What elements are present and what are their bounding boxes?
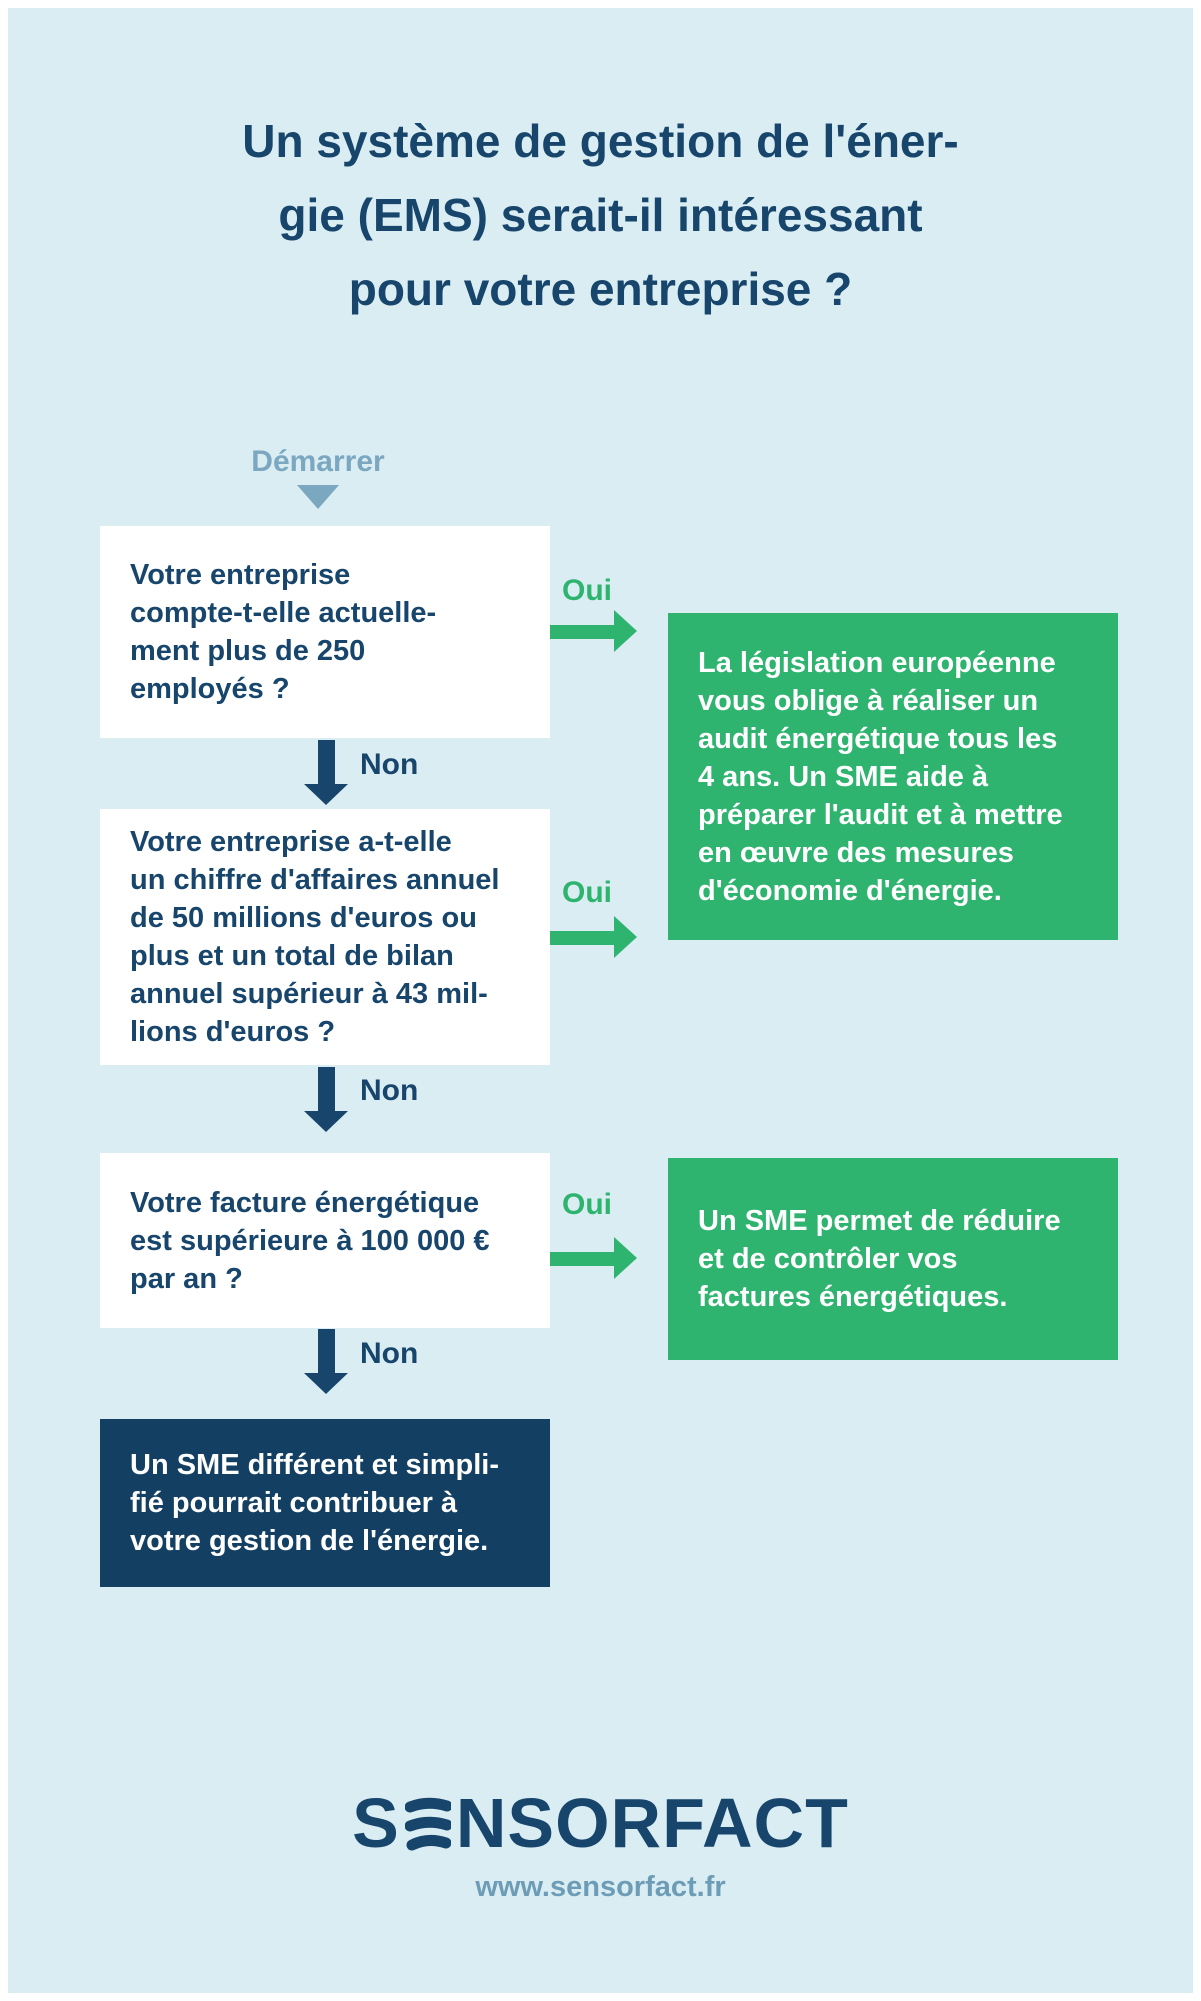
outcome-text: Un SME permet de réduire et de contrôler… [698,1205,1061,1313]
no-arrow-icon [304,1329,348,1394]
yes-arrow-icon [550,1237,637,1280]
yes-arrow-icon [550,916,637,959]
no-label: Non [360,748,419,781]
question-box-energy-bill: Votre facture énergétique est supérieure… [100,1153,550,1328]
question-text: Votre entreprise compte-t-elle actuelle-… [130,559,437,705]
logo-prefix: S [352,1784,400,1862]
question-text: Votre entreprise a-t-elle un chiffre d'a… [130,826,500,1048]
yes-arrow-icon [550,610,637,653]
sensorfact-logo: S NSORFACT [8,1784,1193,1862]
page-title: Un système de gestion de l'éner- gie (EM… [242,115,959,315]
question-box-revenue: Votre entreprise a-t-elle un chiffre d'a… [100,809,550,1065]
outcome-box-simplified: Un SME différent et simpli- fié pourrait… [100,1419,550,1587]
outcome-box-audit: La législation européenne vous oblige à … [668,613,1118,940]
logo-suffix: NSORFACT [455,1784,849,1862]
no-arrow-icon [304,1067,348,1132]
no-label: Non [360,1074,419,1107]
yes-label: Oui [562,1188,612,1221]
outcome-text: Un SME différent et simpli- fié pourrait… [130,1449,499,1557]
question-box-employees: Votre entreprise compte-t-elle actuelle-… [100,526,550,738]
yes-label: Oui [562,876,612,909]
website-url: www.sensorfact.fr [475,1871,726,1903]
start-arrow-icon [297,485,339,509]
logo-e-icon [404,1797,451,1851]
outcome-box-bills: Un SME permet de réduire et de contrôler… [668,1158,1118,1360]
outcome-text: La législation européenne vous oblige à … [698,646,1063,907]
question-text: Votre facture énergétique est supérieure… [130,1186,490,1295]
yes-label: Oui [562,574,612,607]
no-label: Non [360,1337,419,1370]
no-arrow-icon [304,740,348,805]
start-label: Démarrer [251,445,385,478]
